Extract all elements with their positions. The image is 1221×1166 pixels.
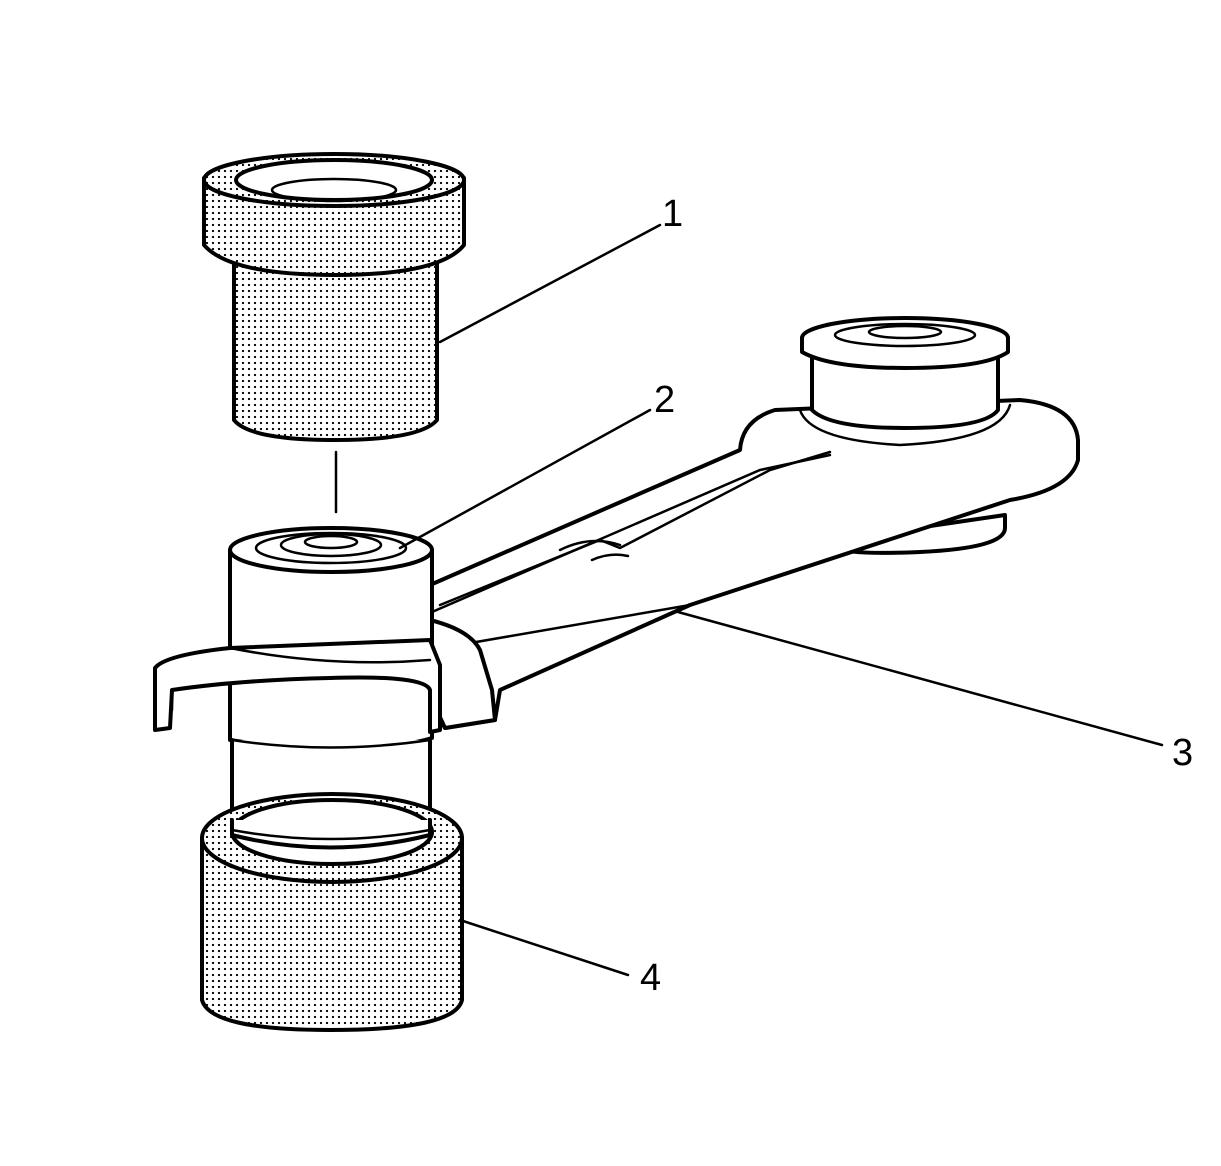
callout-4: 4	[640, 957, 661, 999]
far-bushing	[800, 316, 1010, 430]
leader-line-4	[458, 918, 630, 977]
connecting-rod	[428, 398, 1080, 730]
callout-1: 1	[662, 193, 683, 235]
retaining-clip	[153, 638, 442, 734]
callout-3: 3	[1172, 732, 1193, 774]
bushing-installer	[202, 152, 466, 442]
leader-line-2	[398, 408, 652, 550]
receiver-cup	[200, 792, 464, 1032]
leader-line-1	[438, 223, 662, 344]
leader-line-3	[676, 610, 1164, 747]
callout-2: 2	[654, 379, 675, 421]
rod-eye-bushing	[228, 526, 434, 750]
